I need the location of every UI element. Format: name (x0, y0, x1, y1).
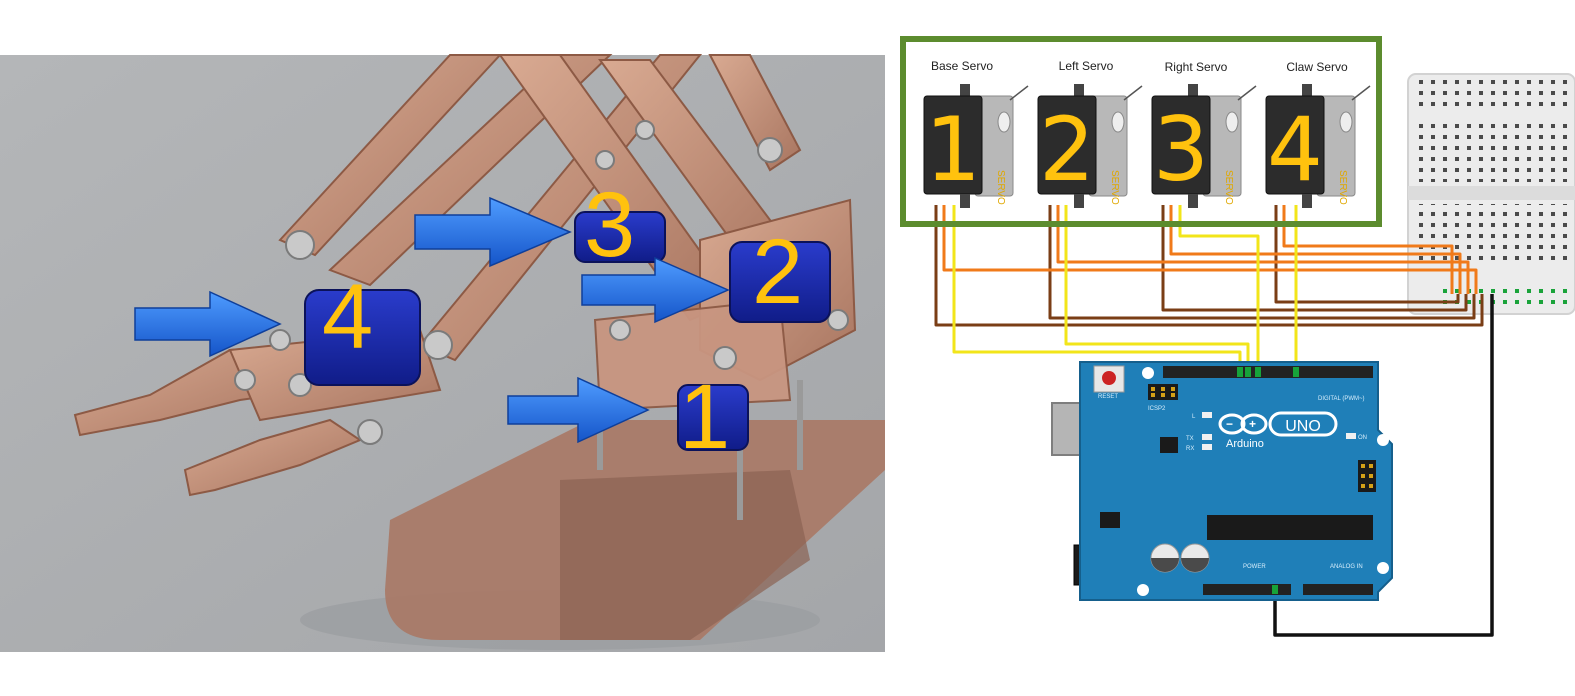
digital-label: DIGITAL (PWM~) (1318, 396, 1365, 402)
base-servo-motor (677, 384, 749, 451)
arm-label-2: 2 (752, 221, 803, 323)
svg-text:+: + (1249, 417, 1256, 431)
servo-brand: SERVO (1223, 170, 1234, 205)
servo-2: Left Servo SERVO 2 (1037, 59, 1143, 208)
servo-brand: SERVO (1337, 170, 1348, 205)
arrow-to-left-servo (581, 256, 730, 324)
left-servo-motor (729, 241, 831, 323)
servo-number: 3 (1153, 98, 1209, 201)
servo-title: Left Servo (1059, 59, 1114, 73)
arm-label-4: 4 (322, 266, 373, 368)
servo-number: 4 (1267, 98, 1323, 201)
servo-wires (934, 205, 1494, 637)
digital-header (1163, 366, 1373, 378)
servo-number: 2 (1039, 98, 1095, 201)
servo-group-frame (900, 36, 1382, 227)
wiring-diagram: Base Servo SERVO 1 Left Servo SERVO 2 Ri… (900, 36, 1575, 637)
analog-label: ANALOG IN (1330, 564, 1363, 570)
power-header (1203, 584, 1291, 595)
on-led-label: ON (1358, 435, 1367, 441)
breadboard (1407, 73, 1575, 315)
arrow-to-base-servo (507, 376, 650, 444)
servo-4: Claw Servo SERVO 4 (1265, 60, 1371, 208)
servo-brand: SERVO (1109, 170, 1120, 205)
power-label: POWER (1243, 564, 1266, 570)
servo-3: Right Servo SERVO 3 (1151, 60, 1257, 208)
servo-title: Claw Servo (1286, 60, 1348, 74)
servo-1: Base Servo SERVO 1 (923, 59, 1029, 208)
arduino-uno-board: DIGITAL (PWM~) RESET ICSP2 L TX RX ON (1051, 361, 1393, 601)
reset-label: RESET (1098, 394, 1118, 400)
arm-label-1: 1 (679, 366, 730, 468)
servo-number: 1 (925, 98, 981, 201)
robot-arm-render: 4 3 2 1 (0, 54, 885, 652)
arrow-to-right-servo (414, 196, 572, 268)
right-servo-motor (574, 211, 666, 263)
claw-servo-motor (304, 289, 421, 386)
atmega-chip (1207, 515, 1373, 540)
arduino-logo (1218, 411, 1338, 437)
icsp-label: ICSP2 (1148, 406, 1166, 412)
tx-led-label: TX (1186, 436, 1194, 442)
board-model: UNO (1285, 418, 1321, 435)
l-led-label: L (1192, 414, 1196, 420)
servo-title: Base Servo (931, 59, 993, 73)
arm-label-3: 3 (584, 174, 635, 276)
board-logo-text: Arduino (1226, 438, 1264, 450)
svg-text:−: − (1226, 417, 1233, 431)
servo-brand: SERVO (995, 170, 1006, 205)
servo-title: Right Servo (1165, 60, 1228, 74)
arrow-to-claw-servo (134, 290, 282, 358)
rx-led-label: RX (1186, 446, 1194, 452)
analog-header (1303, 584, 1373, 595)
